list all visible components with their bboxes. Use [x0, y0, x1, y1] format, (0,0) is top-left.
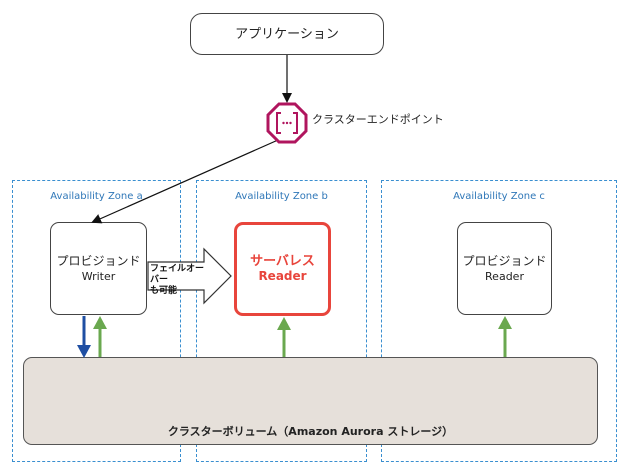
reader-read-arrow	[498, 316, 512, 357]
cluster-volume: クラスターボリューム（Amazon Aurora ストレージ）	[23, 357, 598, 445]
endpoint-label: クラスターエンドポイント	[312, 113, 444, 126]
zone-b-label: Availability Zone b	[235, 191, 328, 202]
failover-label-line1: フェイルオーバー	[150, 264, 205, 285]
writer-write-arrow	[77, 316, 91, 358]
writer-role-label: Writer	[81, 269, 116, 283]
serverless-read-arrow	[277, 317, 291, 357]
availability-zone-a: Availability Zone a	[12, 180, 181, 462]
endpoint-icon	[266, 102, 308, 144]
zone-a-label: Availability Zone a	[50, 191, 143, 202]
cluster-volume-label: クラスターボリューム（Amazon Aurora ストレージ）	[167, 425, 454, 438]
serverless-role-label: Reader	[258, 269, 307, 283]
reader-instance-box: プロビジョンド Reader	[457, 222, 552, 315]
reader-role-label: Reader	[485, 269, 524, 283]
failover-label: フェイルオーバー も可能	[150, 264, 212, 297]
writer-read-arrow	[93, 316, 107, 357]
reader-type-label: プロビジョンド	[462, 253, 547, 268]
availability-zone-c: Availability Zone c	[381, 180, 617, 462]
serverless-type-label: サーバレス	[250, 254, 315, 269]
failover-block-arrow	[147, 247, 232, 305]
availability-zone-b: Availability Zone b	[196, 180, 367, 462]
failover-label-line2: も可能	[150, 286, 178, 296]
application-label: アプリケーション	[235, 26, 339, 42]
application-box: アプリケーション	[190, 13, 384, 55]
writer-type-label: プロビジョンド	[56, 253, 141, 268]
zone-c-label: Availability Zone c	[453, 191, 545, 202]
endpoint-to-writer-arrow	[91, 139, 279, 224]
serverless-reader-box: サーバレス Reader	[234, 222, 331, 316]
